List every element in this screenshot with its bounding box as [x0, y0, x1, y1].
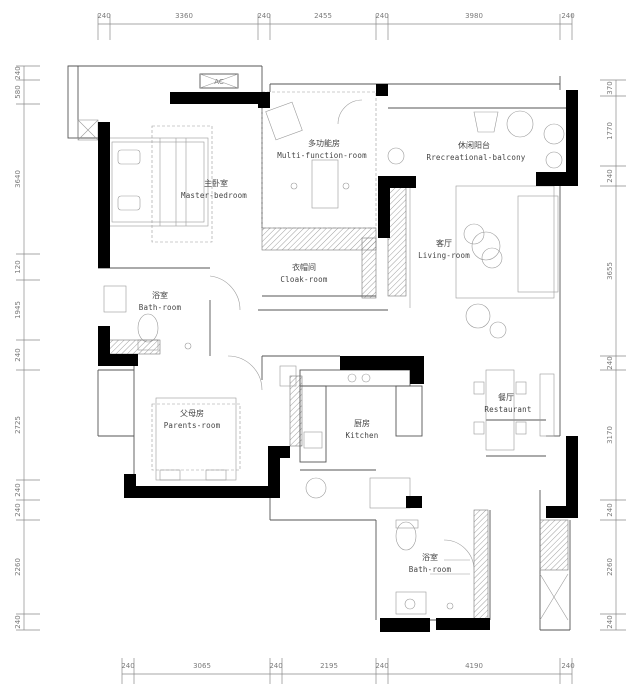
room-label-zh: 浴室 — [422, 552, 438, 562]
room-label-en: Cloak-room — [280, 275, 327, 284]
dim-right-4: 240 — [606, 356, 614, 369]
room-label-zh: 多功能房 — [308, 138, 340, 148]
room-label-zh: 休闲阳台 — [458, 140, 490, 150]
dim-right-8: 240 — [606, 615, 614, 628]
dim-left-8: 240 — [14, 503, 22, 516]
dim-right-0: 370 — [606, 81, 614, 94]
room-label-en: Living-room — [418, 251, 470, 260]
dim-top-4: 240 — [375, 12, 388, 20]
dimension-chain-bottom: 240 3065 240 2195 240 4190 240 — [121, 658, 575, 684]
parents-room-furniture — [151, 355, 263, 481]
dim-bottom-5: 4190 — [465, 662, 483, 670]
living-room-furniture — [409, 185, 559, 339]
dimension-chain-left: 240 580 3640 120 1945 240 2725 240 240 2… — [14, 65, 40, 631]
master-bath-fixtures — [103, 275, 241, 355]
dim-right-1: 1770 — [606, 122, 614, 140]
dim-top-6: 240 — [561, 12, 574, 20]
dim-top-1: 3360 — [175, 12, 193, 20]
dim-bottom-1: 3065 — [193, 662, 211, 670]
room-label-zh: 父母房 — [180, 408, 204, 418]
dim-bottom-6: 240 — [561, 662, 574, 670]
dim-bottom-0: 240 — [121, 662, 134, 670]
dim-bottom-4: 240 — [375, 662, 388, 670]
room-label-en: Bath-room — [139, 303, 182, 312]
wardrobe-master — [77, 119, 99, 141]
room-label-en: Restaurant — [484, 405, 531, 414]
room-label-en: Bath-room — [409, 565, 452, 574]
ac-unit: AC — [199, 73, 239, 89]
dim-left-0: 240 — [14, 66, 22, 79]
dim-right-7: 2260 — [606, 558, 614, 576]
dimension-chain-right: 370 1770 240 3655 240 3170 240 2260 240 — [600, 79, 626, 631]
dining-furniture — [473, 369, 555, 451]
room-label-zh: 衣帽间 — [292, 262, 316, 272]
room-label-zh: 餐厅 — [498, 393, 514, 402]
cloak-room-rails — [258, 185, 410, 311]
room-label-en: Kitchen — [345, 431, 378, 440]
room-label-zh: 浴室 — [152, 290, 168, 300]
dim-top-3: 2455 — [314, 12, 332, 20]
dim-left-9: 2260 — [14, 558, 22, 576]
dim-left-6: 2725 — [14, 416, 22, 434]
dim-top-5: 3980 — [465, 12, 483, 20]
dim-top-2: 240 — [257, 12, 270, 20]
dim-left-1: 580 — [14, 85, 22, 98]
dim-left-4: 1945 — [14, 301, 22, 319]
room-label-en: Parents-room — [164, 421, 221, 430]
dim-right-6: 240 — [606, 503, 614, 516]
dimension-chain-top: 240 3360 240 2455 240 3980 240 — [97, 12, 575, 40]
dim-left-7: 240 — [14, 483, 22, 496]
balcony-furniture — [473, 110, 565, 169]
ac-label: AC — [214, 78, 224, 86]
structural-walls — [98, 84, 578, 632]
room-label-zh: 客厅 — [436, 238, 452, 248]
dim-right-3: 3655 — [606, 262, 614, 280]
kitchen-fixtures — [279, 365, 423, 509]
dim-left-3: 120 — [14, 260, 22, 273]
dim-left-5: 240 — [14, 348, 22, 361]
dim-top-0: 240 — [97, 12, 110, 20]
room-label-zh: 厨房 — [354, 418, 370, 428]
dim-right-2: 240 — [606, 169, 614, 182]
room-label-en: Master-bedroom — [181, 191, 247, 200]
room-label-zh: 主卧室 — [204, 178, 228, 188]
dim-left-2: 3640 — [14, 170, 22, 188]
dim-bottom-2: 240 — [269, 662, 282, 670]
dim-right-5: 3170 — [606, 426, 614, 444]
dim-bottom-3: 2195 — [320, 662, 338, 670]
master-bed — [107, 125, 213, 243]
room-label-en: Rrecreational-balcony — [426, 153, 525, 162]
room-label-en: Multi-function-room — [277, 151, 367, 160]
room-labels: 主卧室 Master-bedroom 多功能房 Multi-function-r… — [139, 138, 532, 574]
dim-left-10: 240 — [14, 615, 22, 628]
